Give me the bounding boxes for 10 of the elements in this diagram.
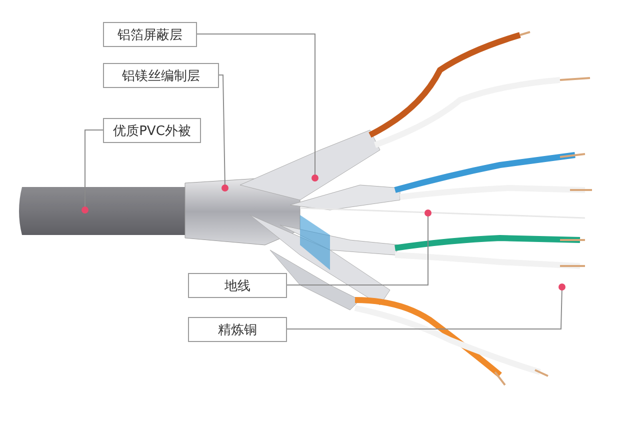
callout-label: 精炼铜 xyxy=(188,317,287,342)
callout-label: 地线 xyxy=(188,273,287,298)
callout-label: 铝箔屏蔽层 xyxy=(103,22,197,47)
leader-line xyxy=(286,284,566,330)
leader-line xyxy=(82,130,104,214)
callout-label: 铝镁丝编制层 xyxy=(103,63,219,88)
leader-line xyxy=(196,34,318,182)
leader-line xyxy=(218,74,228,192)
leader-line xyxy=(286,210,432,286)
callout-label: 优质PVC外被 xyxy=(103,118,201,143)
